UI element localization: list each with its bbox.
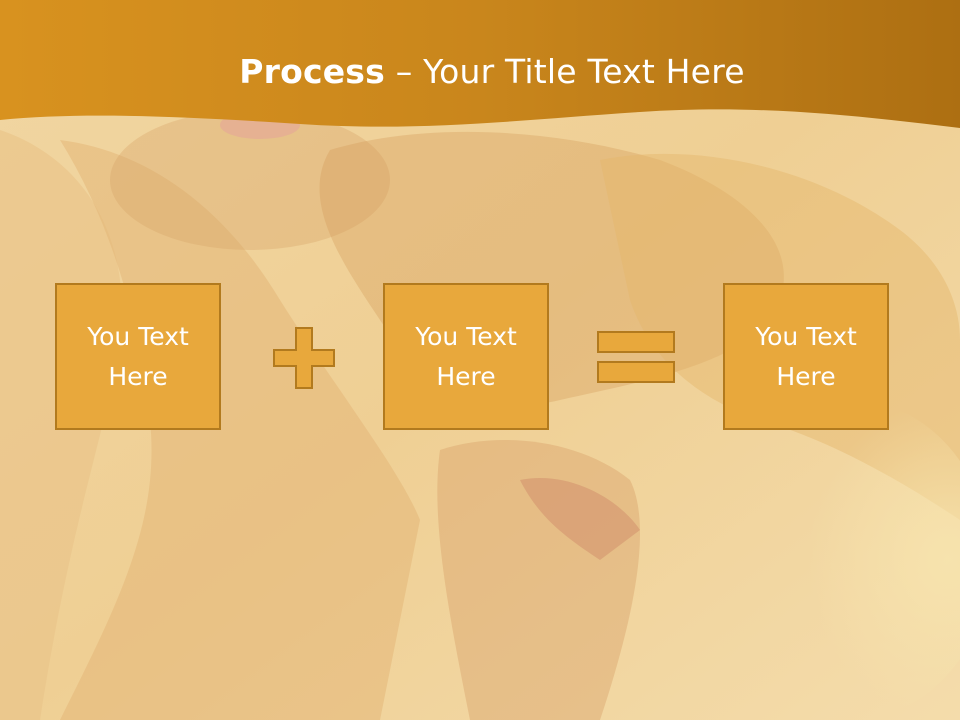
process-step-text: You Text Here (415, 321, 517, 391)
process-step-box-1[interactable]: You Text Here (55, 283, 221, 430)
process-step-text: You Text Here (755, 321, 857, 391)
process-step-box-3[interactable]: You Text Here (723, 283, 889, 430)
process-step-text: You Text Here (87, 321, 189, 391)
title-text: Your Title Text Here (423, 52, 745, 91)
process-step-box-2[interactable]: You Text Here (383, 283, 549, 430)
title-separator: – (385, 52, 424, 91)
title-bold: Process (239, 52, 385, 91)
equals-icon (597, 331, 675, 383)
plus-icon (273, 327, 335, 389)
slide-title: Process – Your Title Text Here (0, 52, 960, 91)
